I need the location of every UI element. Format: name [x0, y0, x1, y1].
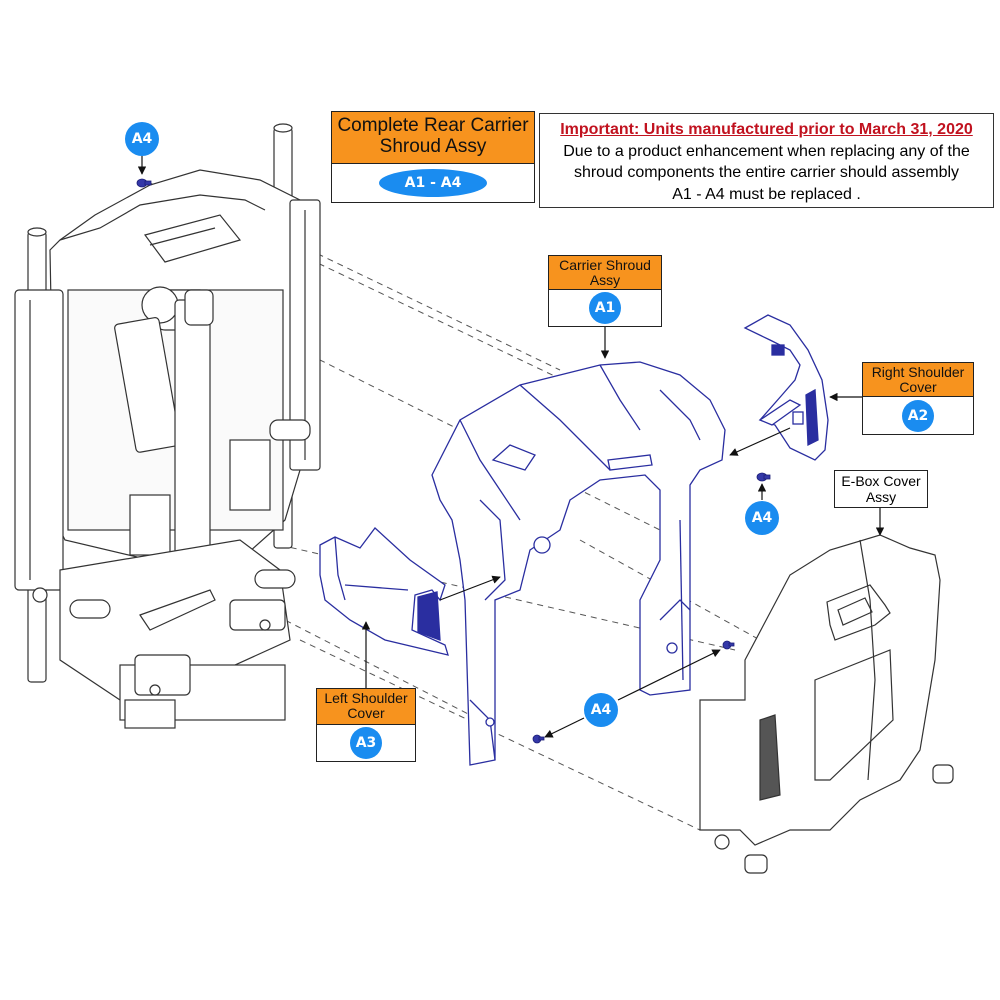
left-shoulder-cover-a3: [319, 527, 449, 656]
right-shoulder-cover-callout: Right Shoulder Cover A2: [862, 362, 974, 435]
part-badge-a3[interactable]: A3: [350, 727, 382, 759]
ebox-cover-callout: E-Box Cover Assy: [834, 470, 928, 508]
part-label: Cover: [347, 705, 385, 722]
ebox-label: E-Box Cover: [841, 473, 921, 489]
part-label: Cover: [899, 379, 937, 396]
important-notice: Important: Units manufactured prior to M…: [539, 113, 994, 208]
leader-arrows: [137, 156, 885, 738]
notice-heading: Important: Units manufactured prior to M…: [560, 121, 973, 138]
carrier-shroud-callout: Carrier Shroud Assy A1: [548, 255, 662, 327]
rear-carrier-frame: [14, 123, 321, 729]
screw-a4-top: [136, 178, 152, 188]
part-badge-a1[interactable]: A1: [589, 292, 621, 324]
part-badge-a4-right[interactable]: A4: [745, 501, 779, 535]
screw-a4-low: [532, 734, 545, 744]
complete-assembly-badge[interactable]: A1 - A4: [379, 169, 487, 197]
part-label: Right Shoulder: [871, 364, 965, 380]
screw-a4-mid: [722, 640, 735, 650]
notice-line: Due to a product enhancement when replac…: [563, 142, 970, 160]
notice-line: A1 - A4 must be replaced .: [672, 185, 861, 203]
notice-line: shroud components the entire carrier sho…: [573, 164, 960, 181]
left-shoulder-cover-callout: Left Shoulder Cover A3: [316, 688, 416, 762]
complete-assembly-label: Complete Rear Carrier Shroud Assy: [332, 112, 534, 164]
part-label: Assy: [589, 272, 621, 289]
screw-a4-right: [756, 472, 771, 482]
ebox-cover: [699, 534, 954, 874]
part-badge-a2[interactable]: A2: [902, 399, 934, 432]
right-shoulder-cover-a2: [743, 314, 829, 461]
part-badge-a4-top[interactable]: A4: [125, 122, 159, 156]
carrier-shroud-a1: [431, 361, 726, 766]
part-label: Carrier Shroud: [559, 257, 651, 273]
ebox-label: Assy: [865, 489, 897, 505]
complete-assembly-callout: Complete Rear Carrier Shroud Assy A1 - A…: [331, 111, 535, 203]
part-badge-a4-center[interactable]: A4: [584, 693, 618, 727]
part-label: Left Shoulder: [324, 690, 408, 706]
